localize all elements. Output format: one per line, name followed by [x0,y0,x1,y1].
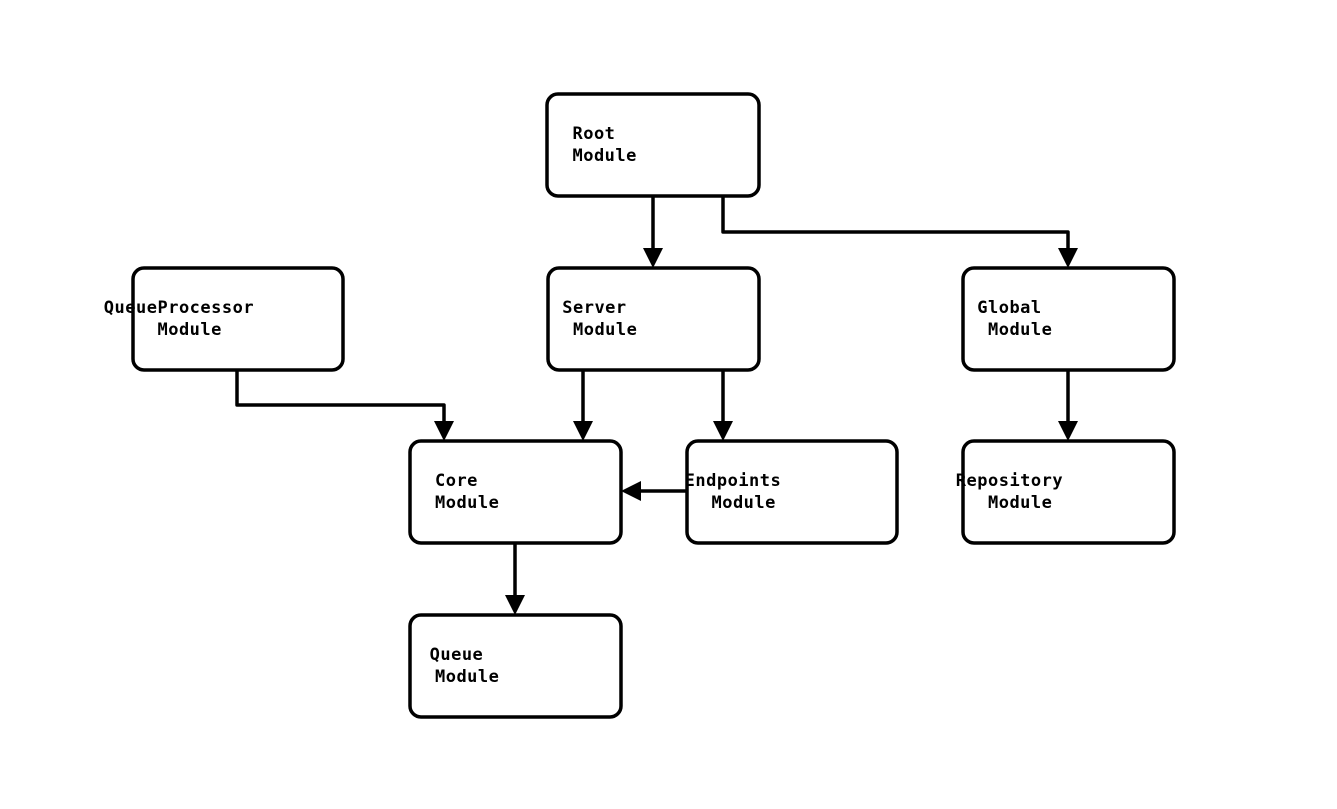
arrowhead-icon [434,421,454,441]
edge-queueprocessor-to-core [235,370,454,441]
edge-root-to-server [643,196,663,268]
node-repository-module[interactable]: Repository Module [956,439,1181,545]
arrowhead-icon [573,421,593,441]
node-label-line2: Module [435,493,499,513]
node-label-line1: Repository [956,471,1063,491]
node-label-line2: Module [988,320,1052,340]
node-endpoints-module[interactable]: Endpoints Module [685,439,900,545]
node-box[interactable] [131,266,345,372]
node-label: Global Module [977,298,1160,340]
node-label-line2: Module [711,493,775,513]
node-label: Core Module [435,471,596,513]
node-label-line2: Module [572,146,636,166]
node-label: QueueProcessor Module [104,298,372,340]
node-label: Queue Module [430,645,602,687]
node-label-line1: QueueProcessor [104,298,254,318]
nodes-layer: Root Module QueueProcessor Module Server… [104,92,1181,719]
node-root-module[interactable]: Root Module [545,92,761,198]
edge-core-to-queue [505,543,525,615]
edge-server-to-endpoints [713,370,733,441]
node-label-line1: Endpoints [685,471,782,491]
node-box[interactable] [685,439,899,545]
edge-server-to-core [573,370,593,441]
node-label: Root Module [572,124,733,166]
node-label-line1: Server [562,298,626,318]
arrowhead-icon [505,595,525,615]
node-label-line2: Module [988,493,1052,513]
arrowhead-icon [621,481,641,501]
arrowhead-icon [1058,421,1078,441]
node-label-line1: Queue [430,645,484,665]
node-global-module[interactable]: Global Module [961,266,1176,372]
edge-line [721,196,1070,254]
node-label-line1: Global [977,298,1041,318]
node-label-line2: Module [435,667,499,687]
node-box[interactable] [545,92,761,198]
node-label: Repository Module [956,471,1181,513]
edge-root-to-global [721,196,1078,268]
node-label: Endpoints Module [685,471,900,513]
edge-endpoints-to-core [621,481,687,501]
arrowhead-icon [643,248,663,268]
node-queueprocessor-module[interactable]: QueueProcessor Module [104,266,372,372]
edge-line [235,370,446,427]
node-label-line1: Root [572,124,615,144]
edge-global-to-repository [1058,370,1078,441]
node-box[interactable] [961,439,1176,545]
node-label-line1: Core [435,471,478,491]
arrowhead-icon [713,421,733,441]
node-box[interactable] [961,266,1176,372]
edges-layer [235,196,1078,615]
arrowhead-icon [1058,248,1078,268]
node-box[interactable] [408,439,623,545]
node-core-module[interactable]: Core Module [408,439,623,545]
node-label-line2: Module [157,320,221,340]
node-box[interactable] [546,266,761,372]
node-box[interactable] [408,613,623,719]
node-label-line2: Module [573,320,637,340]
node-queue-module[interactable]: Queue Module [408,613,623,719]
node-server-module[interactable]: Server Module [546,266,761,372]
node-label: Server Module [562,298,745,340]
